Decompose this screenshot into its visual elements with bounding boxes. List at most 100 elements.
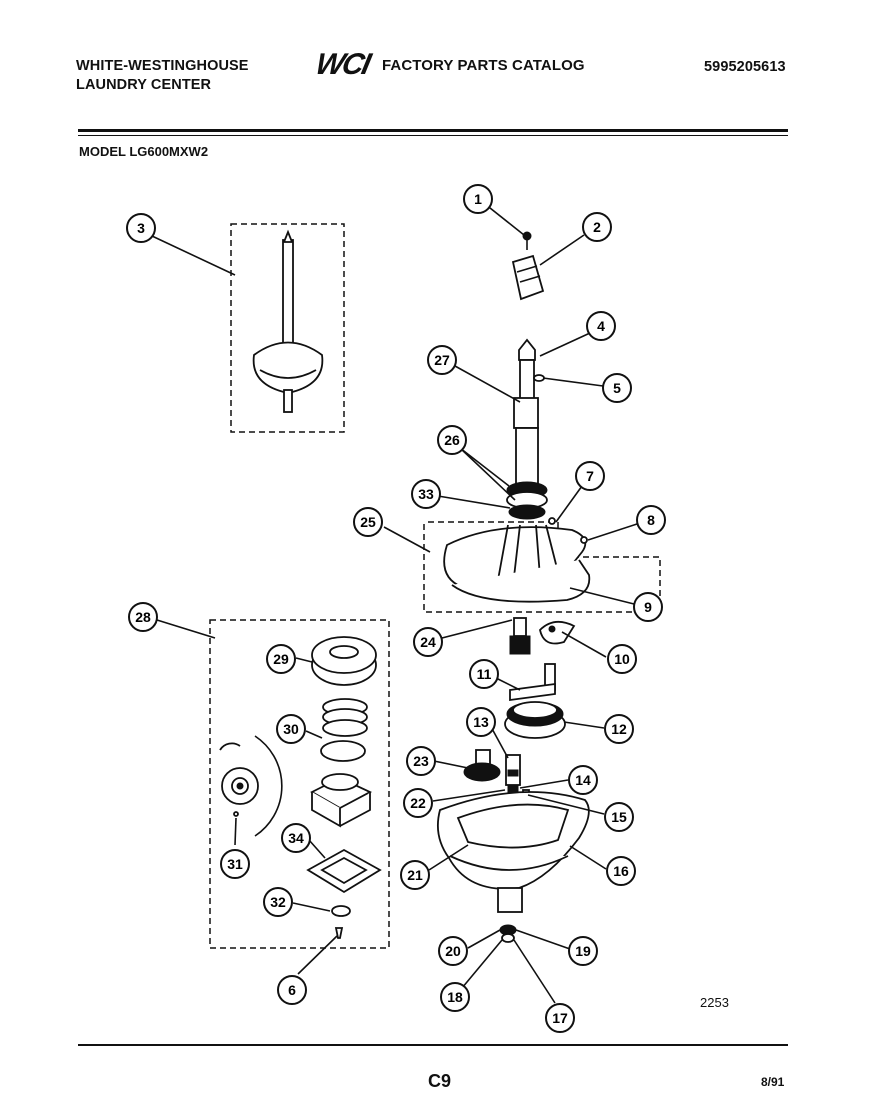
part-27-agitator-shaft xyxy=(513,338,545,487)
callout-1: 1 xyxy=(463,184,493,214)
part-7-screw xyxy=(548,517,556,525)
callout-10: 10 xyxy=(607,644,637,674)
callout-33: 33 xyxy=(411,479,441,509)
callout-32: 32 xyxy=(263,887,293,917)
callout-3: 3 xyxy=(126,213,156,243)
callout-23: 23 xyxy=(406,746,436,776)
svg-text:34: 34 xyxy=(288,830,304,846)
diagram-code: 2253 xyxy=(700,995,729,1010)
svg-text:1: 1 xyxy=(474,191,482,207)
svg-text:5: 5 xyxy=(613,380,621,396)
callout-5: 5 xyxy=(602,373,632,403)
svg-text:7: 7 xyxy=(586,468,594,484)
brand-line-2: LAUNDRY CENTER xyxy=(76,77,212,93)
footer-rule xyxy=(78,1044,788,1046)
catalog-title: FACTORY PARTS CATALOG xyxy=(382,57,585,74)
callout-31: 31 xyxy=(220,849,250,879)
svg-text:18: 18 xyxy=(447,989,463,1005)
svg-text:33: 33 xyxy=(418,486,434,502)
svg-text:15: 15 xyxy=(611,809,627,825)
brand-block: WHITE-WESTINGHOUSE LAUNDRY CENTER xyxy=(76,57,249,95)
part-6-screw xyxy=(334,927,344,939)
group-box-28 xyxy=(209,619,390,949)
callout-13: 13 xyxy=(466,707,496,737)
part-8-screw xyxy=(580,536,588,544)
header-rule-thick xyxy=(78,129,788,132)
callout-17: 17 xyxy=(545,1003,575,1033)
svg-text:10: 10 xyxy=(614,651,630,667)
svg-text:17: 17 xyxy=(552,1010,568,1026)
callout-21: 21 xyxy=(400,860,430,890)
part-13-shaft-gear xyxy=(505,754,521,786)
callout-18: 18 xyxy=(440,982,470,1012)
svg-text:29: 29 xyxy=(273,651,289,667)
part-32-washer xyxy=(331,905,351,917)
part-19-nut xyxy=(499,924,517,943)
part-5-clip xyxy=(533,374,545,382)
part-4-shaft-tip xyxy=(518,338,536,361)
catalog-date: 8/91 xyxy=(761,1075,785,1089)
part-1-screw xyxy=(522,231,532,250)
callout-19: 19 xyxy=(568,936,598,966)
part-30-ring-seal xyxy=(320,698,368,762)
callout-22: 22 xyxy=(403,788,433,818)
svg-text:8: 8 xyxy=(647,512,655,528)
svg-text:4: 4 xyxy=(597,318,605,334)
part-24-pinion xyxy=(509,617,531,655)
callout-28: 28 xyxy=(128,602,158,632)
callout-9: 9 xyxy=(633,592,663,622)
callout-24: 24 xyxy=(413,627,443,657)
part-16-gearcase xyxy=(437,791,590,913)
svg-text:24: 24 xyxy=(420,634,436,650)
svg-text:21: 21 xyxy=(407,867,423,883)
part-2-cap xyxy=(511,254,545,301)
svg-text:23: 23 xyxy=(413,753,429,769)
svg-text:2: 2 xyxy=(593,219,601,235)
svg-text:19: 19 xyxy=(575,943,591,959)
part-21-bearing-hub xyxy=(497,887,523,913)
callout-26: 26 xyxy=(437,425,467,455)
brand-line-1: WHITE-WESTINGHOUSE xyxy=(76,58,249,74)
part-10-cam xyxy=(539,620,576,645)
callout-29: 29 xyxy=(266,644,296,674)
svg-text:11: 11 xyxy=(477,666,492,682)
callout-15: 15 xyxy=(604,802,634,832)
svg-text:30: 30 xyxy=(283,721,299,737)
callout-6: 6 xyxy=(277,975,307,1005)
svg-text:31: 31 xyxy=(227,856,243,872)
part-31-pulley xyxy=(219,735,283,837)
callout-27: 27 xyxy=(427,345,457,375)
part-26-seal xyxy=(506,481,548,520)
svg-text:6: 6 xyxy=(288,982,296,998)
svg-text:20: 20 xyxy=(445,943,461,959)
part-34-mount-block xyxy=(306,773,382,894)
svg-text:25: 25 xyxy=(360,514,376,530)
svg-text:9: 9 xyxy=(644,599,652,615)
callout-20: 20 xyxy=(438,936,468,966)
part-29-tub-bearing xyxy=(311,636,377,686)
svg-text:28: 28 xyxy=(135,609,151,625)
leader-lines xyxy=(151,203,638,1004)
svg-text:16: 16 xyxy=(613,863,629,879)
catalog-part-number: 5995205613 xyxy=(704,59,786,75)
part-25-gearcase-cover xyxy=(443,517,591,603)
part-3-drive-assembly xyxy=(252,229,324,413)
callout-8: 8 xyxy=(636,505,666,535)
group-box-25 xyxy=(423,521,661,613)
callout-12: 12 xyxy=(604,714,634,744)
svg-text:14: 14 xyxy=(575,772,591,788)
model-number: MODEL LG600MXW2 xyxy=(79,144,209,159)
svg-text:13: 13 xyxy=(473,714,489,730)
callout-16: 16 xyxy=(606,856,636,886)
callout-7: 7 xyxy=(575,461,605,491)
callout-30: 30 xyxy=(276,714,306,744)
callout-2: 2 xyxy=(582,212,612,242)
callout-11: 11 xyxy=(469,659,499,689)
svg-text:27: 27 xyxy=(434,352,450,368)
svg-text:32: 32 xyxy=(270,894,286,910)
part-23-idler-gear xyxy=(463,749,501,782)
header-rule-thin xyxy=(78,135,788,136)
part-11-crank xyxy=(509,663,556,702)
part-12-main-gear xyxy=(504,701,566,739)
